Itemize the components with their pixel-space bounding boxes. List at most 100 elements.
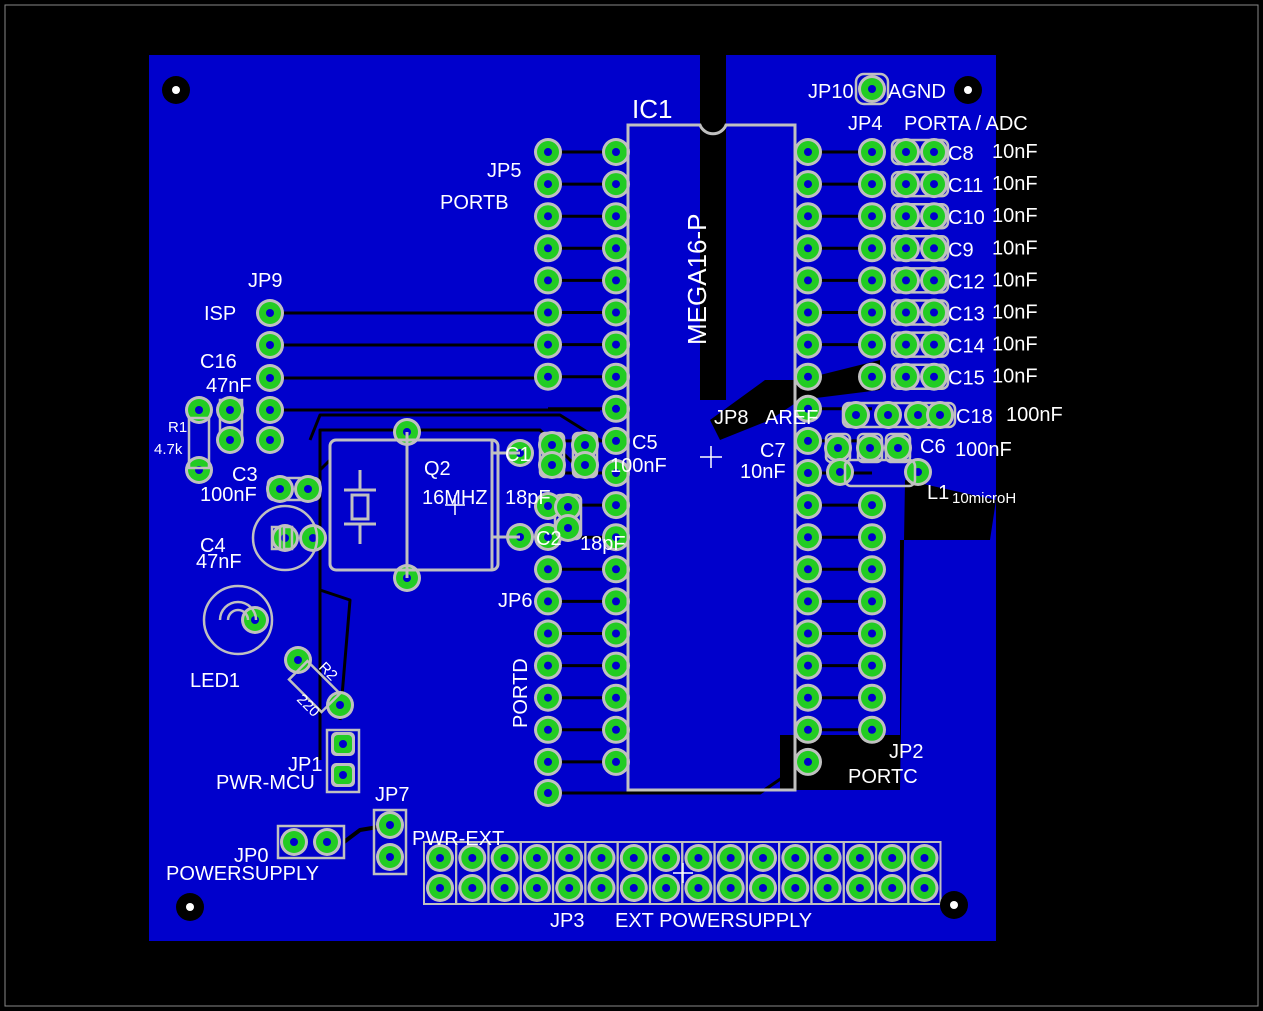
jp2-label: PORTC <box>848 766 918 788</box>
adc-cap-pad <box>892 298 920 327</box>
ic1-pin <box>602 651 630 680</box>
jp6-pin <box>534 683 562 712</box>
jp3-pin <box>555 844 584 872</box>
jp0-ref: JP0 <box>234 845 268 867</box>
jp5-pin <box>534 362 562 391</box>
jp3-pin <box>845 844 874 872</box>
ic1-pin <box>794 651 822 680</box>
adc-cap-value: 10nF <box>992 366 1038 388</box>
ic1-pin <box>794 298 822 327</box>
jp2-pin <box>858 651 886 680</box>
c5-value: 100nF <box>610 455 667 477</box>
adc-cap-pad <box>920 266 948 295</box>
c6-ref: C6 <box>920 436 946 458</box>
ic1-outline <box>626 123 797 792</box>
jp4-pin <box>858 138 886 166</box>
adc-cap-value: 10nF <box>992 173 1038 195</box>
jp10-ref: JP10 <box>808 81 854 103</box>
c3-pad <box>266 475 294 503</box>
c2-pad <box>554 514 582 542</box>
ic1-pin <box>794 491 822 520</box>
mounting-hole <box>176 893 204 921</box>
c16-pad <box>216 426 244 454</box>
jp1-label: PWR-MCU <box>216 772 315 794</box>
ic1-pin <box>794 587 822 616</box>
c6-value: 100nF <box>955 439 1012 461</box>
jp1-pin <box>331 763 355 787</box>
jp4-pin <box>858 330 886 359</box>
jp1-ref: JP1 <box>288 754 322 776</box>
ic1-pin <box>602 555 630 584</box>
jp3-pin <box>878 874 907 902</box>
r2-outline <box>287 659 342 714</box>
adc-cap-ref: C15 <box>948 368 985 390</box>
cap-pad <box>824 434 852 462</box>
c3-value: 100nF <box>200 484 257 506</box>
cap-pad <box>856 434 884 462</box>
adc-cap-value: 10nF <box>992 269 1038 291</box>
cap-pad <box>538 451 566 479</box>
c18-value: 100nF <box>1006 404 1063 426</box>
jp4-pin <box>858 266 886 295</box>
r1-value: 4.7k <box>154 441 183 458</box>
jp3-pin <box>716 844 745 872</box>
ic1-pin <box>602 138 630 166</box>
adc-cap-ref: C11 <box>948 175 983 197</box>
ic1-pin <box>602 459 630 487</box>
jp6-pin <box>534 779 562 807</box>
jp3-pin <box>878 844 907 872</box>
ic1-aux-pin <box>534 523 562 551</box>
jp6-ref: JP6 <box>498 590 532 612</box>
jp8-label: AREF <box>765 407 818 429</box>
c2-pad <box>554 493 582 521</box>
jp5-pin <box>534 202 562 231</box>
jp3-pin <box>652 844 681 872</box>
jp4-pin <box>858 298 886 327</box>
c18-ref: C18 <box>956 406 993 428</box>
jp5-label: PORTB <box>440 192 509 214</box>
ic1-pin <box>602 587 630 616</box>
jp4-pin <box>858 170 886 199</box>
jp3-pin <box>716 874 745 902</box>
jp2-ref: JP2 <box>889 741 923 763</box>
ic1-pin <box>602 298 630 327</box>
adc-cap-pad <box>892 234 920 263</box>
adc-cap-ref: C8 <box>948 143 974 165</box>
adc-cap-ref: C10 <box>948 207 985 229</box>
adc-cap-value: 10nF <box>992 334 1038 356</box>
adc-cap-ref: C9 <box>948 239 974 261</box>
ic1-pin <box>602 747 630 776</box>
labels: IC1 MEGA16-P JP10 AGND JP4 PORTA / ADC J… <box>154 81 1063 932</box>
jp3-pin <box>490 874 519 902</box>
jp9-pin <box>256 299 284 327</box>
cap-pad <box>538 431 566 459</box>
jp3-pin <box>781 874 810 902</box>
jp5-pin <box>534 138 562 166</box>
jp3-pin <box>813 874 842 902</box>
mounting-hole <box>954 76 982 104</box>
ic1-pin <box>794 619 822 648</box>
c5-ref: C5 <box>632 432 658 454</box>
jp8-pin <box>842 401 870 429</box>
adc-cap-pad <box>920 138 948 166</box>
adc-cap-pad <box>920 234 948 263</box>
adc-cap-pad <box>892 202 920 231</box>
c3-pad <box>294 475 322 503</box>
adc-cap-pad <box>920 298 948 327</box>
c1-value: 18pF <box>505 487 551 509</box>
adc-cap-value: 10nF <box>992 237 1038 259</box>
jp9-ref: JP9 <box>248 270 282 292</box>
ic1-pin <box>794 330 822 359</box>
jp7-pin <box>376 811 404 839</box>
r1-outline <box>187 416 211 470</box>
adc-cap-pad <box>892 362 920 391</box>
jp3-pin <box>490 844 519 872</box>
jp2-pin <box>858 683 886 712</box>
l1-pad <box>904 458 932 486</box>
jp3-pin <box>684 874 713 902</box>
jp4-label: PORTA / ADC <box>904 113 1028 135</box>
c3-ref: C3 <box>232 464 258 486</box>
ic1-pin <box>794 234 822 263</box>
ic1-pin <box>794 138 822 166</box>
jp4-pin <box>858 202 886 231</box>
